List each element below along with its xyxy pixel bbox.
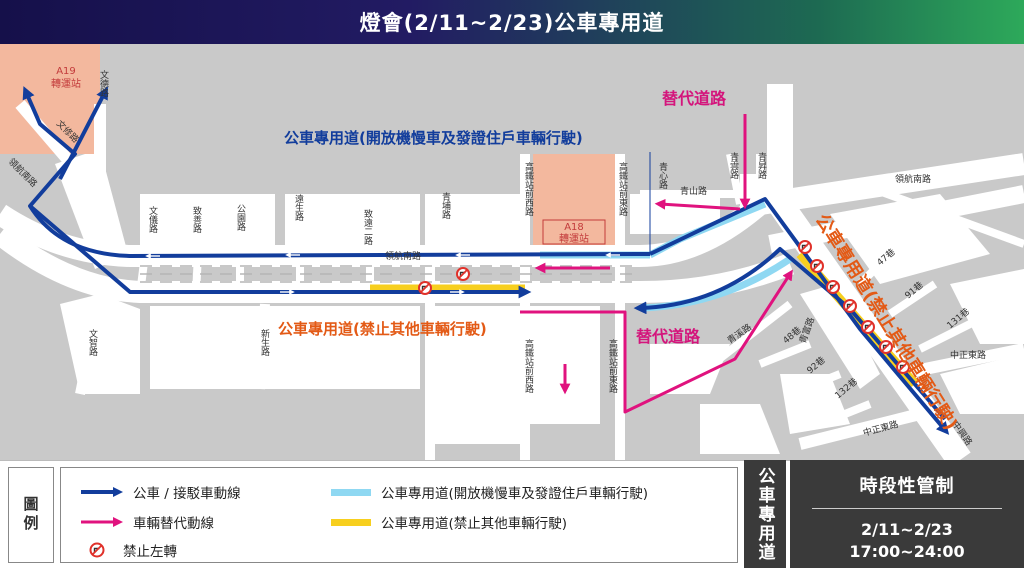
legend-lane-closed: 公車專用道(禁止其他車輛行駛) — [331, 512, 567, 532]
road-label-zhishan: 致善路 — [191, 205, 202, 234]
road-label-wenyu: 文儀路 — [147, 205, 158, 234]
a19-station-label-2: 轉運站 — [51, 77, 81, 90]
annotation-alt-route-bottom: 替代道路 — [636, 327, 701, 346]
route-map: A19 轉運站 A18 轉運站 文德路 文修路 領航南路 文儀路 致善路 公園路… — [0, 44, 1024, 460]
a18-station-box — [542, 219, 606, 245]
road-label-hsr-west-s: 高鐵站前西路 — [523, 338, 534, 394]
alt-route-line-icon — [81, 517, 123, 527]
road-label-yuanfu: 遠生路 — [293, 193, 304, 222]
city-blocks — [0, 84, 1024, 454]
bus-route-arrows — [145, 252, 620, 295]
road-label-hsr-west-n: 高鐵站前西路 — [523, 161, 534, 217]
control-divider — [812, 508, 1002, 509]
road-label-wende: 文德路 — [98, 69, 109, 98]
road-label-linghang-mid: 領航南路 — [385, 250, 421, 262]
legend-lane-open-label: 公車專用道(開放機慢車及發證住戶車輛行駛) — [381, 486, 649, 502]
road-label-zhongzheng-e1: 中正東路 — [950, 349, 986, 361]
annotation-alt-route-top: 替代道路 — [662, 89, 727, 108]
control-dates: 2/11~2/23 — [861, 520, 953, 539]
lane-open-swatch-icon — [331, 489, 371, 496]
legend-no-left-turn: 禁止左轉 — [89, 540, 177, 560]
control-title: 時段性管制 — [859, 476, 955, 497]
legend-title: 圖例 — [21, 496, 40, 534]
a19-station-label: A19 — [56, 66, 76, 77]
road-label-wenzhi: 文智路 — [87, 328, 98, 357]
no-left-turn-icon — [89, 542, 105, 558]
road-label-gongyuan: 公園路 — [235, 204, 246, 232]
road-label-qingyun: 青雲路 — [728, 151, 739, 180]
legend-alt-route-label: 車輛替代動線 — [133, 516, 214, 532]
road-label-hsr-east-s: 高鐵站前東路 — [607, 338, 618, 394]
road-label-qingpu: 青埔路 — [440, 191, 451, 220]
legend-lane-closed-label: 公車專用道(禁止其他車輛行駛) — [381, 516, 568, 532]
road-label-zhiyuan2: 致遠二路 — [362, 208, 373, 246]
legend-bus-route-label: 公車 / 接駁車動線 — [133, 486, 241, 502]
annotation-bus-lane-closed: 公車專用道(禁止其他車輛行駛) — [278, 320, 487, 338]
legend-bus-route: 公車 / 接駁車動線 — [79, 482, 241, 502]
time-control-panel: 時段性管制 2/11~2/23 17:00~24:00 — [790, 460, 1024, 568]
annotation-bus-lane-open: 公車專用道(開放機慢車及發證住戶車輛行駛) — [284, 129, 583, 147]
legend-items: 公車 / 接駁車動線 車輛替代動線 禁止左轉 公車專用道(開放機慢車及發證住戶車… — [60, 467, 738, 563]
bus-lane-side-label: 公車專用道 — [744, 460, 786, 568]
road-label-qingxin: 青心路 — [657, 161, 668, 190]
road-label-qingshan: 青山路 — [680, 185, 707, 197]
legend-no-left-turn-label: 禁止左轉 — [123, 544, 177, 560]
a18-station-area — [533, 154, 617, 247]
road-label-hsr-east-n: 高鐵站前東路 — [617, 161, 628, 217]
legend-alt-route: 車輛替代動線 — [79, 512, 214, 532]
lane-markings — [140, 265, 640, 283]
road-label-linghang-right: 領航南路 — [895, 173, 931, 185]
road-label-qingsheng: 青昇路 — [756, 151, 767, 180]
bus-route-line-icon — [81, 487, 123, 497]
lane-closed-swatch-icon — [331, 519, 371, 526]
legend-title-box: 圖例 — [8, 467, 54, 563]
page-title: 燈會(2/11~2/23)公車專用道 — [0, 0, 1024, 44]
control-hours: 17:00~24:00 — [849, 542, 965, 561]
alternate-routes — [520, 114, 793, 414]
bus-lane-vertical-text: 公車專用道 — [754, 466, 775, 562]
legend-lane-open: 公車專用道(開放機慢車及發證住戶車輛行駛) — [331, 482, 648, 502]
road-label-xinsheng: 新生路 — [259, 328, 270, 357]
a18-station-label: A18 — [564, 222, 584, 233]
a18-station-label-2: 轉運站 — [559, 232, 589, 245]
